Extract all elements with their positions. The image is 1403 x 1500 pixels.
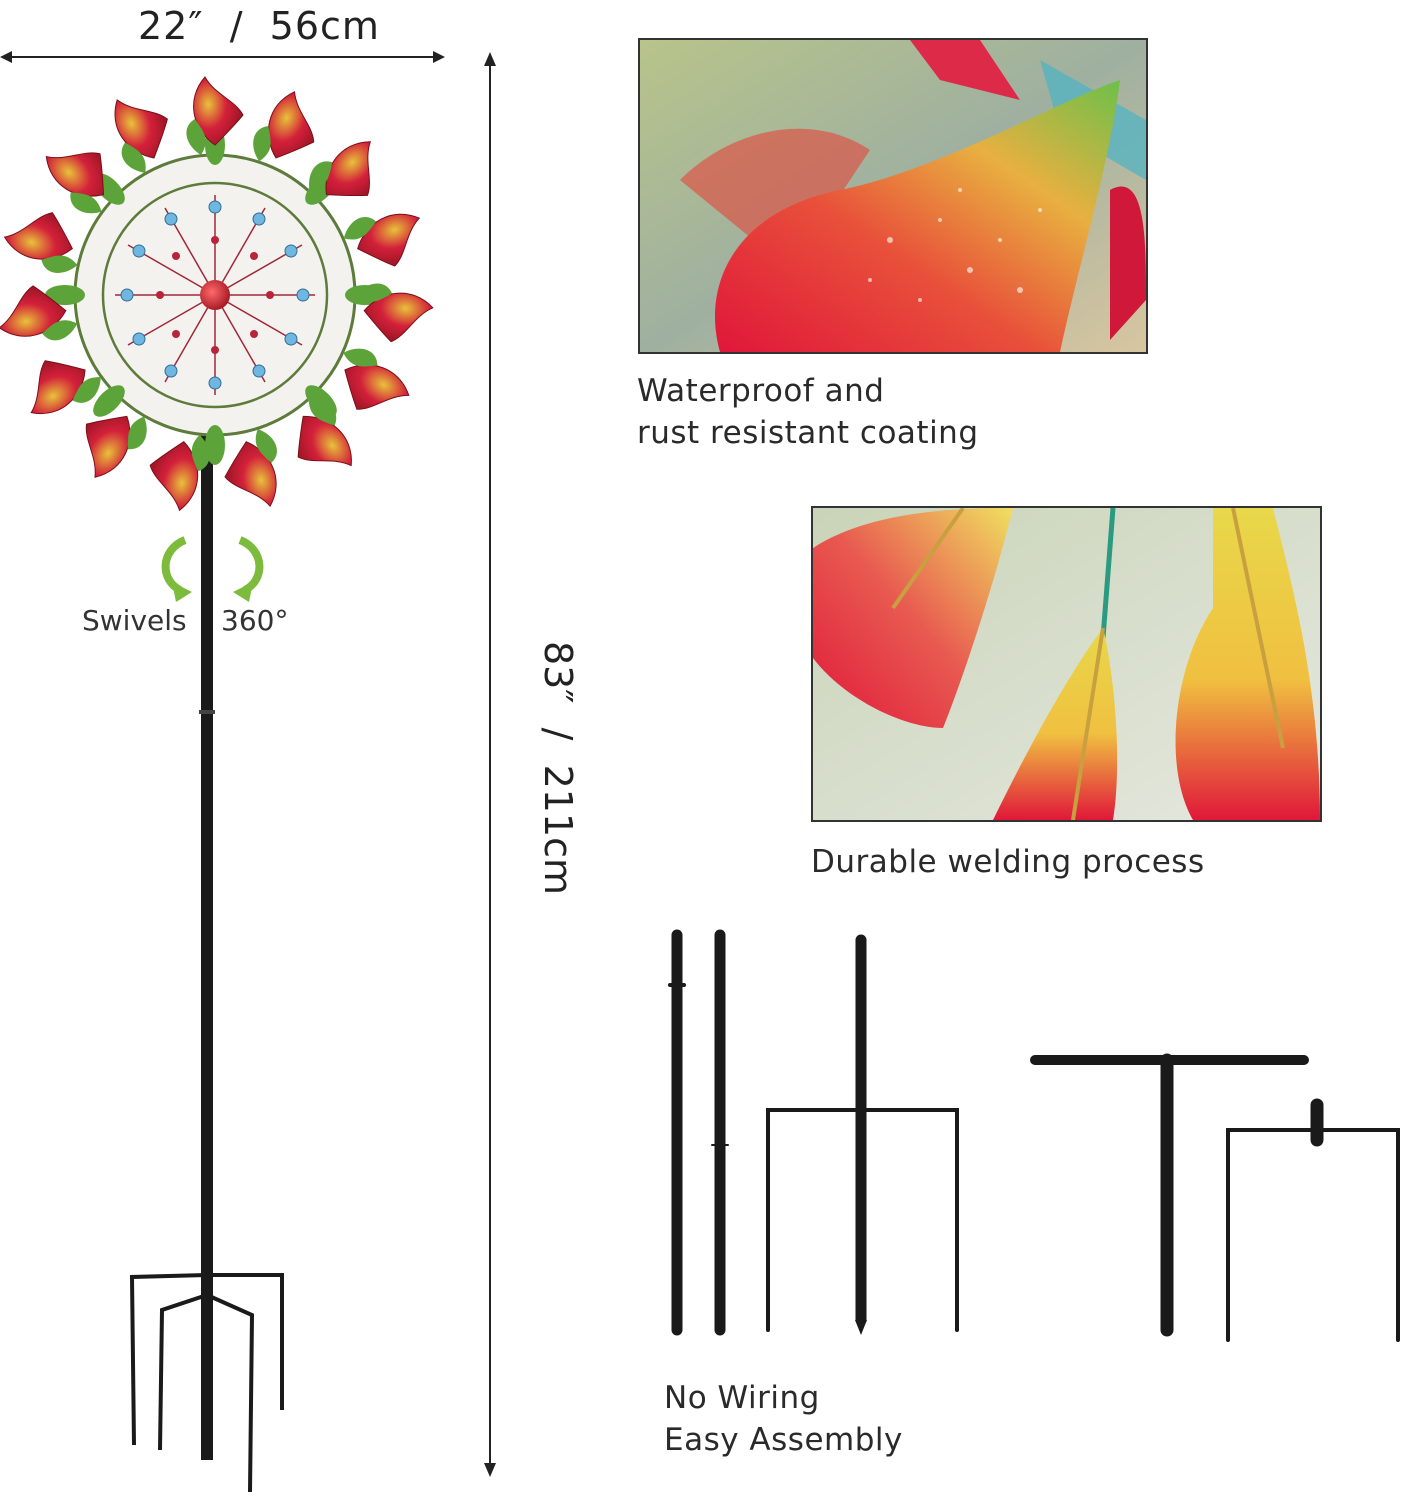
width-dimension-label: 22″ / 56cm [138, 4, 380, 48]
height-dimension-label: 83″ / 211cm [536, 640, 580, 896]
feature-2-label: Durable welding process [811, 844, 1205, 880]
assembly-parts-illustration [668, 929, 1400, 1342]
width-arrow [0, 51, 445, 63]
swivel-label-right: 360° [221, 604, 289, 637]
rotate-right-icon [238, 536, 264, 594]
feature-3-line-1: No Wiring [664, 1380, 820, 1416]
feature-1-line-1: Waterproof and [637, 373, 885, 409]
swivel-label-left: Swivels [82, 604, 187, 637]
wind-spinner-illustration [0, 76, 436, 1493]
feature-3-line-2: Easy Assembly [664, 1422, 903, 1458]
height-arrow [484, 52, 496, 1477]
welding-process-photo [811, 506, 1322, 822]
feature-1-line-2: rust resistant coating [637, 415, 979, 451]
waterproof-coating-photo [638, 38, 1148, 354]
rotate-left-icon [161, 536, 187, 594]
